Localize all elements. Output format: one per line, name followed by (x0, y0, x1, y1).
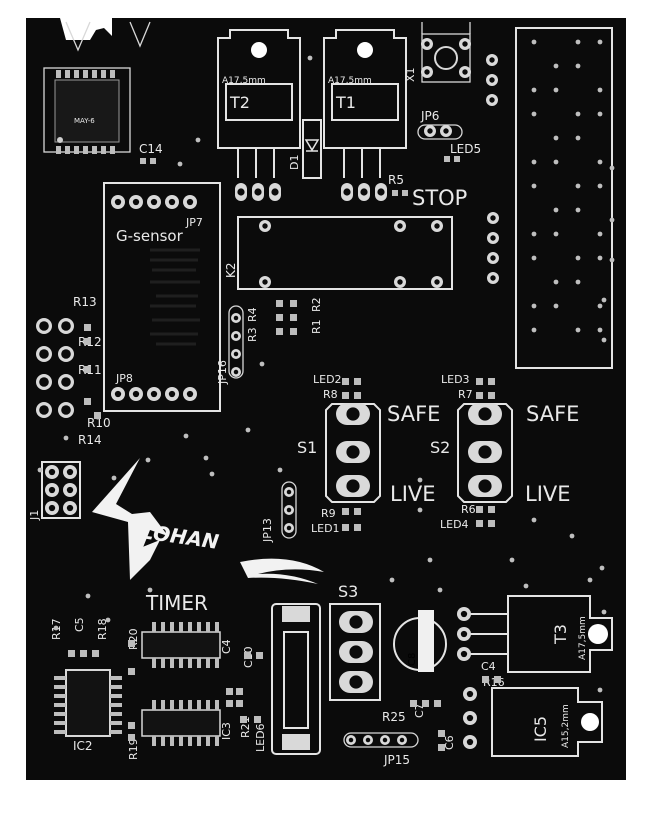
switch-s3: S3 (329, 582, 381, 701)
label-r13: R13 (73, 295, 97, 309)
label-r2: R2 (310, 297, 323, 312)
svg-text:JP16: JP16 (216, 360, 229, 385)
ic2-chip: IC2 (65, 669, 111, 753)
svg-text:LIVE: LIVE (525, 482, 571, 506)
svg-text:A17,5mm: A17,5mm (222, 76, 266, 86)
svg-text:A15,2mm: A15,2mm (561, 704, 571, 748)
regulator-ic5: IC5 A15,2mm (491, 687, 603, 757)
svg-text:LED3: LED3 (441, 373, 470, 386)
svg-text:LED1: LED1 (311, 522, 340, 535)
svg-text:IC5: IC5 (531, 716, 550, 742)
svg-text:IC2: IC2 (73, 739, 93, 753)
label-c4a: C4 (220, 639, 233, 654)
svg-text:T3: T3 (551, 624, 570, 645)
svg-text:D1: D1 (288, 155, 301, 170)
switch-s1: LED2 R8 SAFE S1 LIVE R9 LED1 (297, 373, 440, 535)
ic4-chip (141, 631, 221, 659)
svg-text:IC3: IC3 (220, 722, 233, 740)
smd-pads (54, 300, 501, 751)
svg-text:S1: S1 (297, 438, 317, 457)
label-r1: R1 (310, 319, 323, 334)
svg-text:MAY-6: MAY-6 (74, 117, 95, 125)
label-r14: R14 (78, 433, 102, 447)
svg-text:J1: J1 (28, 510, 41, 521)
pcb-substrate (26, 18, 626, 780)
label-jp6: JP6 (420, 109, 439, 123)
svg-text:R7: R7 (458, 388, 473, 401)
svg-text:LED4: LED4 (440, 518, 469, 531)
transistor-t1: A17,5mm T1 (323, 29, 407, 178)
svg-text:R9: R9 (321, 507, 336, 520)
svg-text:T1: T1 (335, 93, 356, 112)
diode-d1: D1 (288, 119, 322, 179)
ic3-chip: IC3 (141, 709, 233, 740)
fuse-holder (271, 603, 321, 755)
through-hole-pads (36, 38, 502, 750)
svg-text:C8: C8 (407, 653, 418, 666)
svg-text:JP13: JP13 (261, 518, 274, 543)
label-c4b: C4 (481, 660, 496, 673)
switch-s2: LED3 R7 SAFE S2 LIVE R6 LED4 (430, 373, 579, 531)
label-r3: R3 (246, 327, 259, 342)
label-r18: R18 (96, 618, 109, 640)
g-sensor-module: JP7 G-sensor JP8 (103, 182, 221, 412)
connector-j1: J1 (28, 461, 81, 521)
svg-text:JP8: JP8 (115, 372, 133, 385)
svg-text:R6: R6 (461, 503, 476, 516)
label-timer: TIMER (145, 591, 208, 615)
jp15-header: JP15 (343, 732, 419, 767)
crystal-x1: X1 (404, 22, 471, 83)
svg-text:LIVE: LIVE (390, 482, 436, 506)
svg-text:A17,5mm: A17,5mm (578, 616, 588, 660)
svg-text:LED2: LED2 (313, 373, 342, 386)
label-r19: R19 (127, 738, 140, 760)
svg-text:S2: S2 (430, 438, 450, 457)
svg-text:JP7: JP7 (185, 216, 203, 229)
svg-text:A17,5mm: A17,5mm (328, 76, 372, 86)
svg-text:G-sensor: G-sensor (116, 227, 184, 245)
svg-text:X1: X1 (404, 67, 417, 82)
label-r4: R4 (246, 307, 259, 322)
label-r25: R25 (382, 710, 406, 724)
connector-grid (515, 27, 613, 369)
svg-text:S3: S3 (338, 582, 358, 601)
relay-k2: K2 (224, 216, 453, 290)
jp16-header: JP16 (216, 305, 244, 385)
label-c5: C5 (73, 617, 86, 632)
svg-text:R8: R8 (323, 388, 338, 401)
label-r10: R10 (87, 416, 111, 430)
transistor-t2: A17,5mm T2 (217, 29, 301, 178)
svg-text:T2: T2 (229, 93, 250, 112)
capacitor-c8: C8 (393, 610, 447, 672)
label-c6: C6 (443, 735, 456, 750)
jp13-header: JP13 (261, 481, 297, 543)
transistor-t3: T3 A17,5mm (470, 595, 613, 673)
label-c14: C14 (139, 142, 163, 156)
svg-text:SAFE: SAFE (387, 402, 440, 426)
sensor-chip: MAY-6 (43, 67, 131, 154)
label-led5: LED5 (450, 142, 481, 156)
vias (37, 55, 615, 693)
label-r5: R5 (388, 173, 404, 187)
svg-text:K2: K2 (224, 262, 238, 278)
svg-text:SAFE: SAFE (526, 402, 579, 426)
label-led6: LED6 (254, 723, 267, 752)
label-stop: STOP (412, 186, 467, 210)
svg-text:JP15: JP15 (383, 753, 410, 767)
